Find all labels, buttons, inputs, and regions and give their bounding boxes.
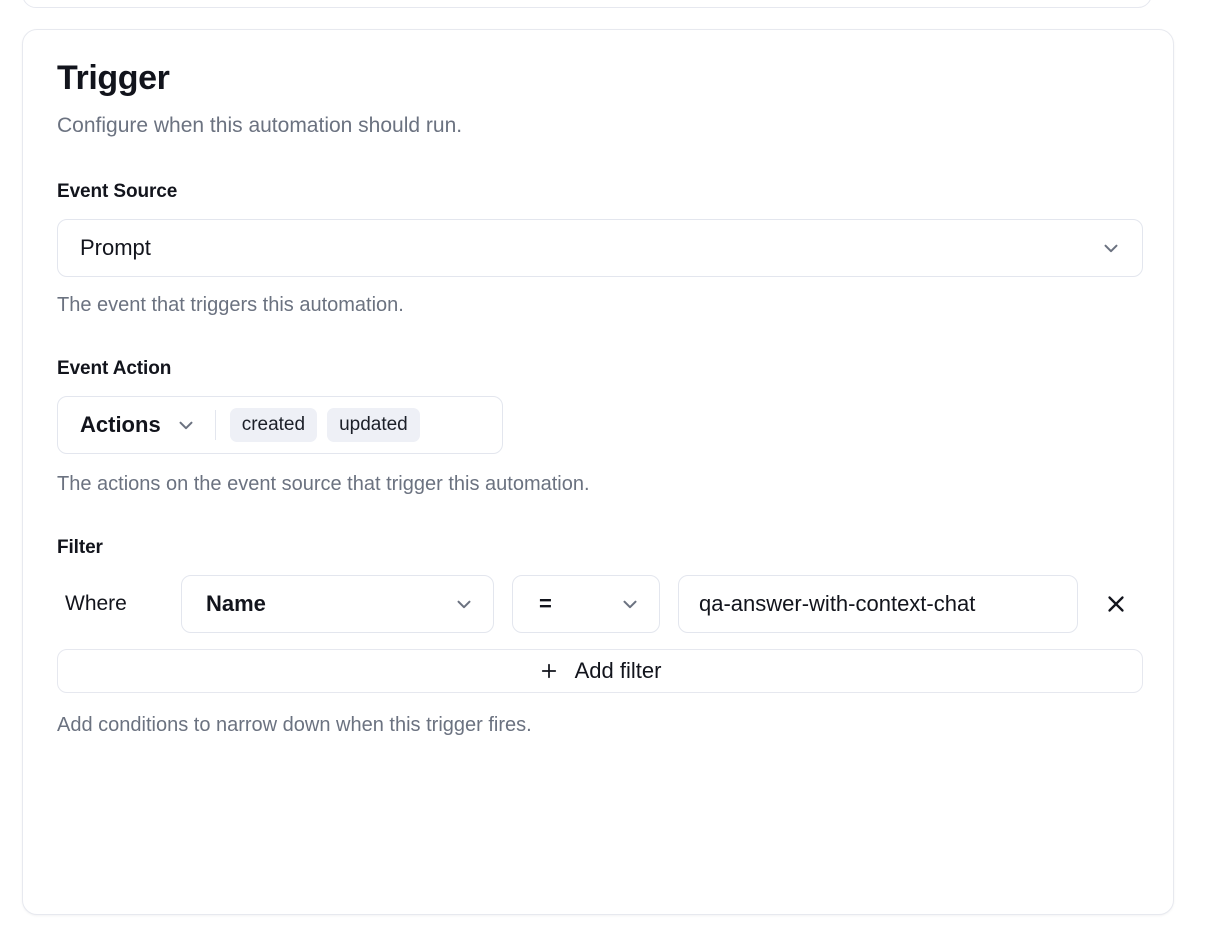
filter-row: Where Name = qa-answer-with-context-chat bbox=[57, 575, 1139, 634]
event-action-trigger-label: Actions bbox=[80, 412, 161, 438]
status-badge[interactable]: created bbox=[229, 408, 318, 443]
page-subtitle: Configure when this automation should ru… bbox=[57, 113, 463, 137]
event-action-help: The actions on the event source that tri… bbox=[57, 473, 590, 496]
event-source-value: Prompt bbox=[80, 235, 151, 261]
filter-help: Add conditions to narrow down when this … bbox=[57, 714, 532, 737]
add-filter-button[interactable]: Add filter bbox=[57, 649, 1143, 694]
chevron-down-icon bbox=[619, 593, 641, 615]
filter-field-select[interactable]: Name bbox=[181, 575, 494, 634]
event-action-multiselect[interactable]: Actions created updated bbox=[57, 396, 503, 455]
status-badge[interactable]: updated bbox=[327, 408, 420, 443]
event-action-dropdown-trigger[interactable]: Actions bbox=[80, 412, 197, 438]
event-source-select[interactable]: Prompt bbox=[57, 219, 1143, 278]
trigger-card: Trigger Configure when this automation s… bbox=[22, 29, 1174, 915]
event-action-badges: created updated bbox=[229, 408, 420, 443]
where-label: Where bbox=[65, 592, 127, 616]
event-action-label: Event Action bbox=[57, 358, 172, 380]
partial-card-above bbox=[22, 0, 1152, 8]
filter-field-value: Name bbox=[206, 591, 266, 617]
chevron-down-icon bbox=[175, 414, 197, 436]
filter-operator-value: = bbox=[539, 591, 552, 617]
filter-operator-select[interactable]: = bbox=[512, 575, 660, 634]
event-source-help: The event that triggers this automation. bbox=[57, 294, 404, 317]
divider bbox=[214, 410, 216, 441]
filter-value-text: qa-answer-with-context-chat bbox=[699, 591, 976, 617]
filter-label: Filter bbox=[57, 537, 103, 559]
plus-icon bbox=[539, 661, 559, 681]
event-action-section: Event Action Actions created updated The… bbox=[57, 358, 1139, 497]
add-filter-label: Add filter bbox=[574, 658, 662, 684]
page-title: Trigger bbox=[57, 59, 170, 97]
filter-section: Filter Where Name = qa-answer-with-c bbox=[57, 537, 1143, 738]
filter-value-input[interactable]: qa-answer-with-context-chat bbox=[678, 575, 1078, 634]
chevron-down-icon bbox=[453, 593, 475, 615]
chevron-down-icon bbox=[1100, 237, 1122, 259]
remove-filter-button[interactable] bbox=[1094, 582, 1138, 626]
event-source-label: Event Source bbox=[57, 181, 178, 203]
close-icon bbox=[1104, 592, 1128, 616]
event-source-section: Event Source Prompt The event that trigg… bbox=[57, 181, 1143, 318]
